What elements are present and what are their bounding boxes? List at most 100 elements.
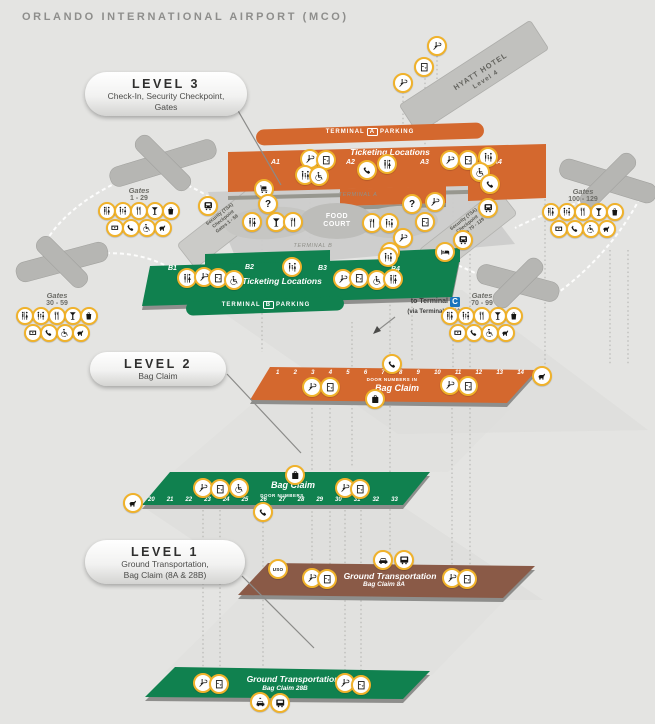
- door-number: 29: [316, 497, 324, 503]
- door-number: 11: [454, 370, 462, 376]
- bag-claim-b-label: Bag Claim: [270, 480, 315, 490]
- level3-bubble: LEVEL 3 Check-In, Security Checkpoint,Ga…: [85, 72, 247, 117]
- bag-claim-icon: [285, 465, 305, 485]
- shops-icon: [505, 307, 523, 325]
- gates-title: Gates: [128, 186, 150, 195]
- bus-icon: [394, 550, 414, 570]
- door-number: 26: [260, 497, 267, 503]
- elevator-icon: [351, 675, 371, 695]
- level2-bubble: LEVEL 2 Bag Claim: [90, 352, 226, 386]
- family-restroom-icon: [379, 213, 399, 233]
- door-number: 20: [148, 497, 155, 503]
- gates-range: 30 - 59: [46, 300, 68, 307]
- door-number: 9: [416, 370, 420, 376]
- door-number: 23: [204, 497, 211, 503]
- restroom-icon: [383, 269, 403, 289]
- section-b1: B1: [168, 265, 177, 272]
- elevator-icon: [209, 674, 229, 694]
- shops-icon: [80, 307, 98, 325]
- elevator-icon: [415, 212, 435, 232]
- escalator-icon: [393, 228, 413, 248]
- elevator-icon: [458, 376, 478, 396]
- family-restroom-icon: [282, 257, 302, 277]
- pet-icon: [598, 220, 616, 238]
- escalator-icon: [440, 375, 460, 395]
- pet-icon: [72, 324, 90, 342]
- wheelchair-icon: [224, 270, 244, 290]
- uso-icon: USO: [268, 559, 288, 579]
- pet-relief-icon: [532, 366, 552, 386]
- door-number: 10: [434, 370, 441, 376]
- page-title: ORLANDO INTERNATIONAL AIRPORT (MCO): [22, 11, 349, 23]
- gates-title: Gates: [471, 291, 493, 300]
- door-number: 8: [398, 370, 403, 376]
- shops-icon: [162, 202, 180, 220]
- door-number: 30: [335, 497, 342, 503]
- door-number: 33: [391, 497, 398, 503]
- level3-label: LEVEL 3: [132, 77, 200, 91]
- wheelchair-icon: [309, 166, 329, 186]
- ground-transport-b-label: Ground Transportation: [246, 674, 340, 684]
- door-number: 5: [346, 370, 350, 376]
- shuttle-train-icon: [478, 198, 498, 218]
- food-icon: [283, 212, 303, 232]
- gates-range: 100 - 129: [568, 196, 598, 203]
- restroom-icon: [242, 212, 262, 232]
- door-number: 14: [517, 370, 524, 376]
- section-a2: A2: [346, 159, 355, 166]
- section-a4: A4: [493, 159, 502, 166]
- elevator-icon: [210, 479, 230, 499]
- door-number: 12: [475, 370, 483, 376]
- pet-relief-icon: [123, 493, 143, 513]
- phone-icon: [253, 502, 273, 522]
- elevator-icon: [349, 268, 369, 288]
- bag-claim-a-label: Bag Claim: [374, 383, 419, 393]
- gates-range: 1 - 29: [130, 195, 148, 202]
- bag-claim-8a-label: Bag Claim 8A: [363, 581, 405, 588]
- door-number: 32: [372, 497, 380, 503]
- gates-range: 70 - 99: [471, 300, 493, 307]
- information-icon: ?: [402, 194, 422, 214]
- gates-title: Gates: [46, 291, 68, 300]
- elevator-icon: [457, 569, 477, 589]
- restroom-icon: [377, 154, 397, 174]
- bag-claim-icon: [365, 389, 385, 409]
- door-number: 13: [496, 370, 504, 376]
- terminal-a-ticketing-label: Ticketing Locations: [350, 147, 430, 157]
- elevator-icon: [350, 479, 370, 499]
- escalator-icon: [302, 377, 322, 397]
- terminal-b-label: TERMINAL B: [293, 243, 333, 249]
- door-number: 7: [381, 370, 385, 376]
- level3-desc: Check-In, Security Checkpoint,Gates: [107, 91, 225, 112]
- terminal-b-ticketing-label: Ticketing Locations: [242, 276, 322, 286]
- taxi-icon: [250, 692, 270, 712]
- level1-bubble: LEVEL 1 Ground Transportation,Bag Claim …: [85, 540, 245, 585]
- door-number: 6: [363, 370, 368, 376]
- parking-letter-b: B: [263, 301, 274, 309]
- door-number: 22: [185, 497, 193, 503]
- terminal-a-label: TERMINAL A: [338, 192, 378, 198]
- escalator-icon: [393, 73, 413, 93]
- wheelchair-icon: [229, 478, 249, 498]
- door-number: 2: [293, 370, 297, 376]
- shops-icon: [606, 203, 624, 221]
- section-b3: B3: [318, 265, 327, 272]
- parking-letter-a: A: [367, 128, 378, 136]
- gates-title: Gates: [572, 187, 594, 196]
- car-icon: [373, 550, 393, 570]
- section-b2: B2: [245, 264, 254, 271]
- level1-desc: Ground Transportation,Bag Claim (8A & 28…: [121, 559, 209, 580]
- door-number: 28: [297, 497, 305, 503]
- escalator-icon: [427, 36, 447, 56]
- shuttle-train-icon: [453, 230, 473, 250]
- phone-icon: [382, 354, 402, 374]
- elevator-icon: [320, 377, 340, 397]
